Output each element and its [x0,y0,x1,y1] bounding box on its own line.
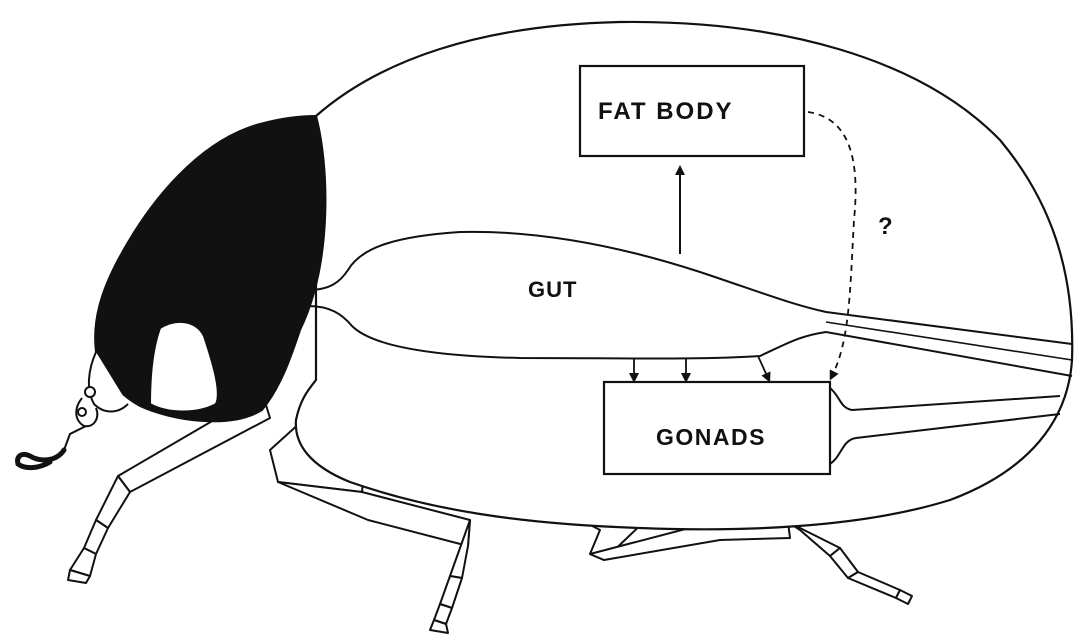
fat-body-label: FAT BODY [598,98,734,126]
gonads-label: GONADS [656,424,766,451]
antenna [18,450,64,468]
gut-label: GUT [528,277,577,303]
unknown-pathway-label: ? [878,213,893,241]
